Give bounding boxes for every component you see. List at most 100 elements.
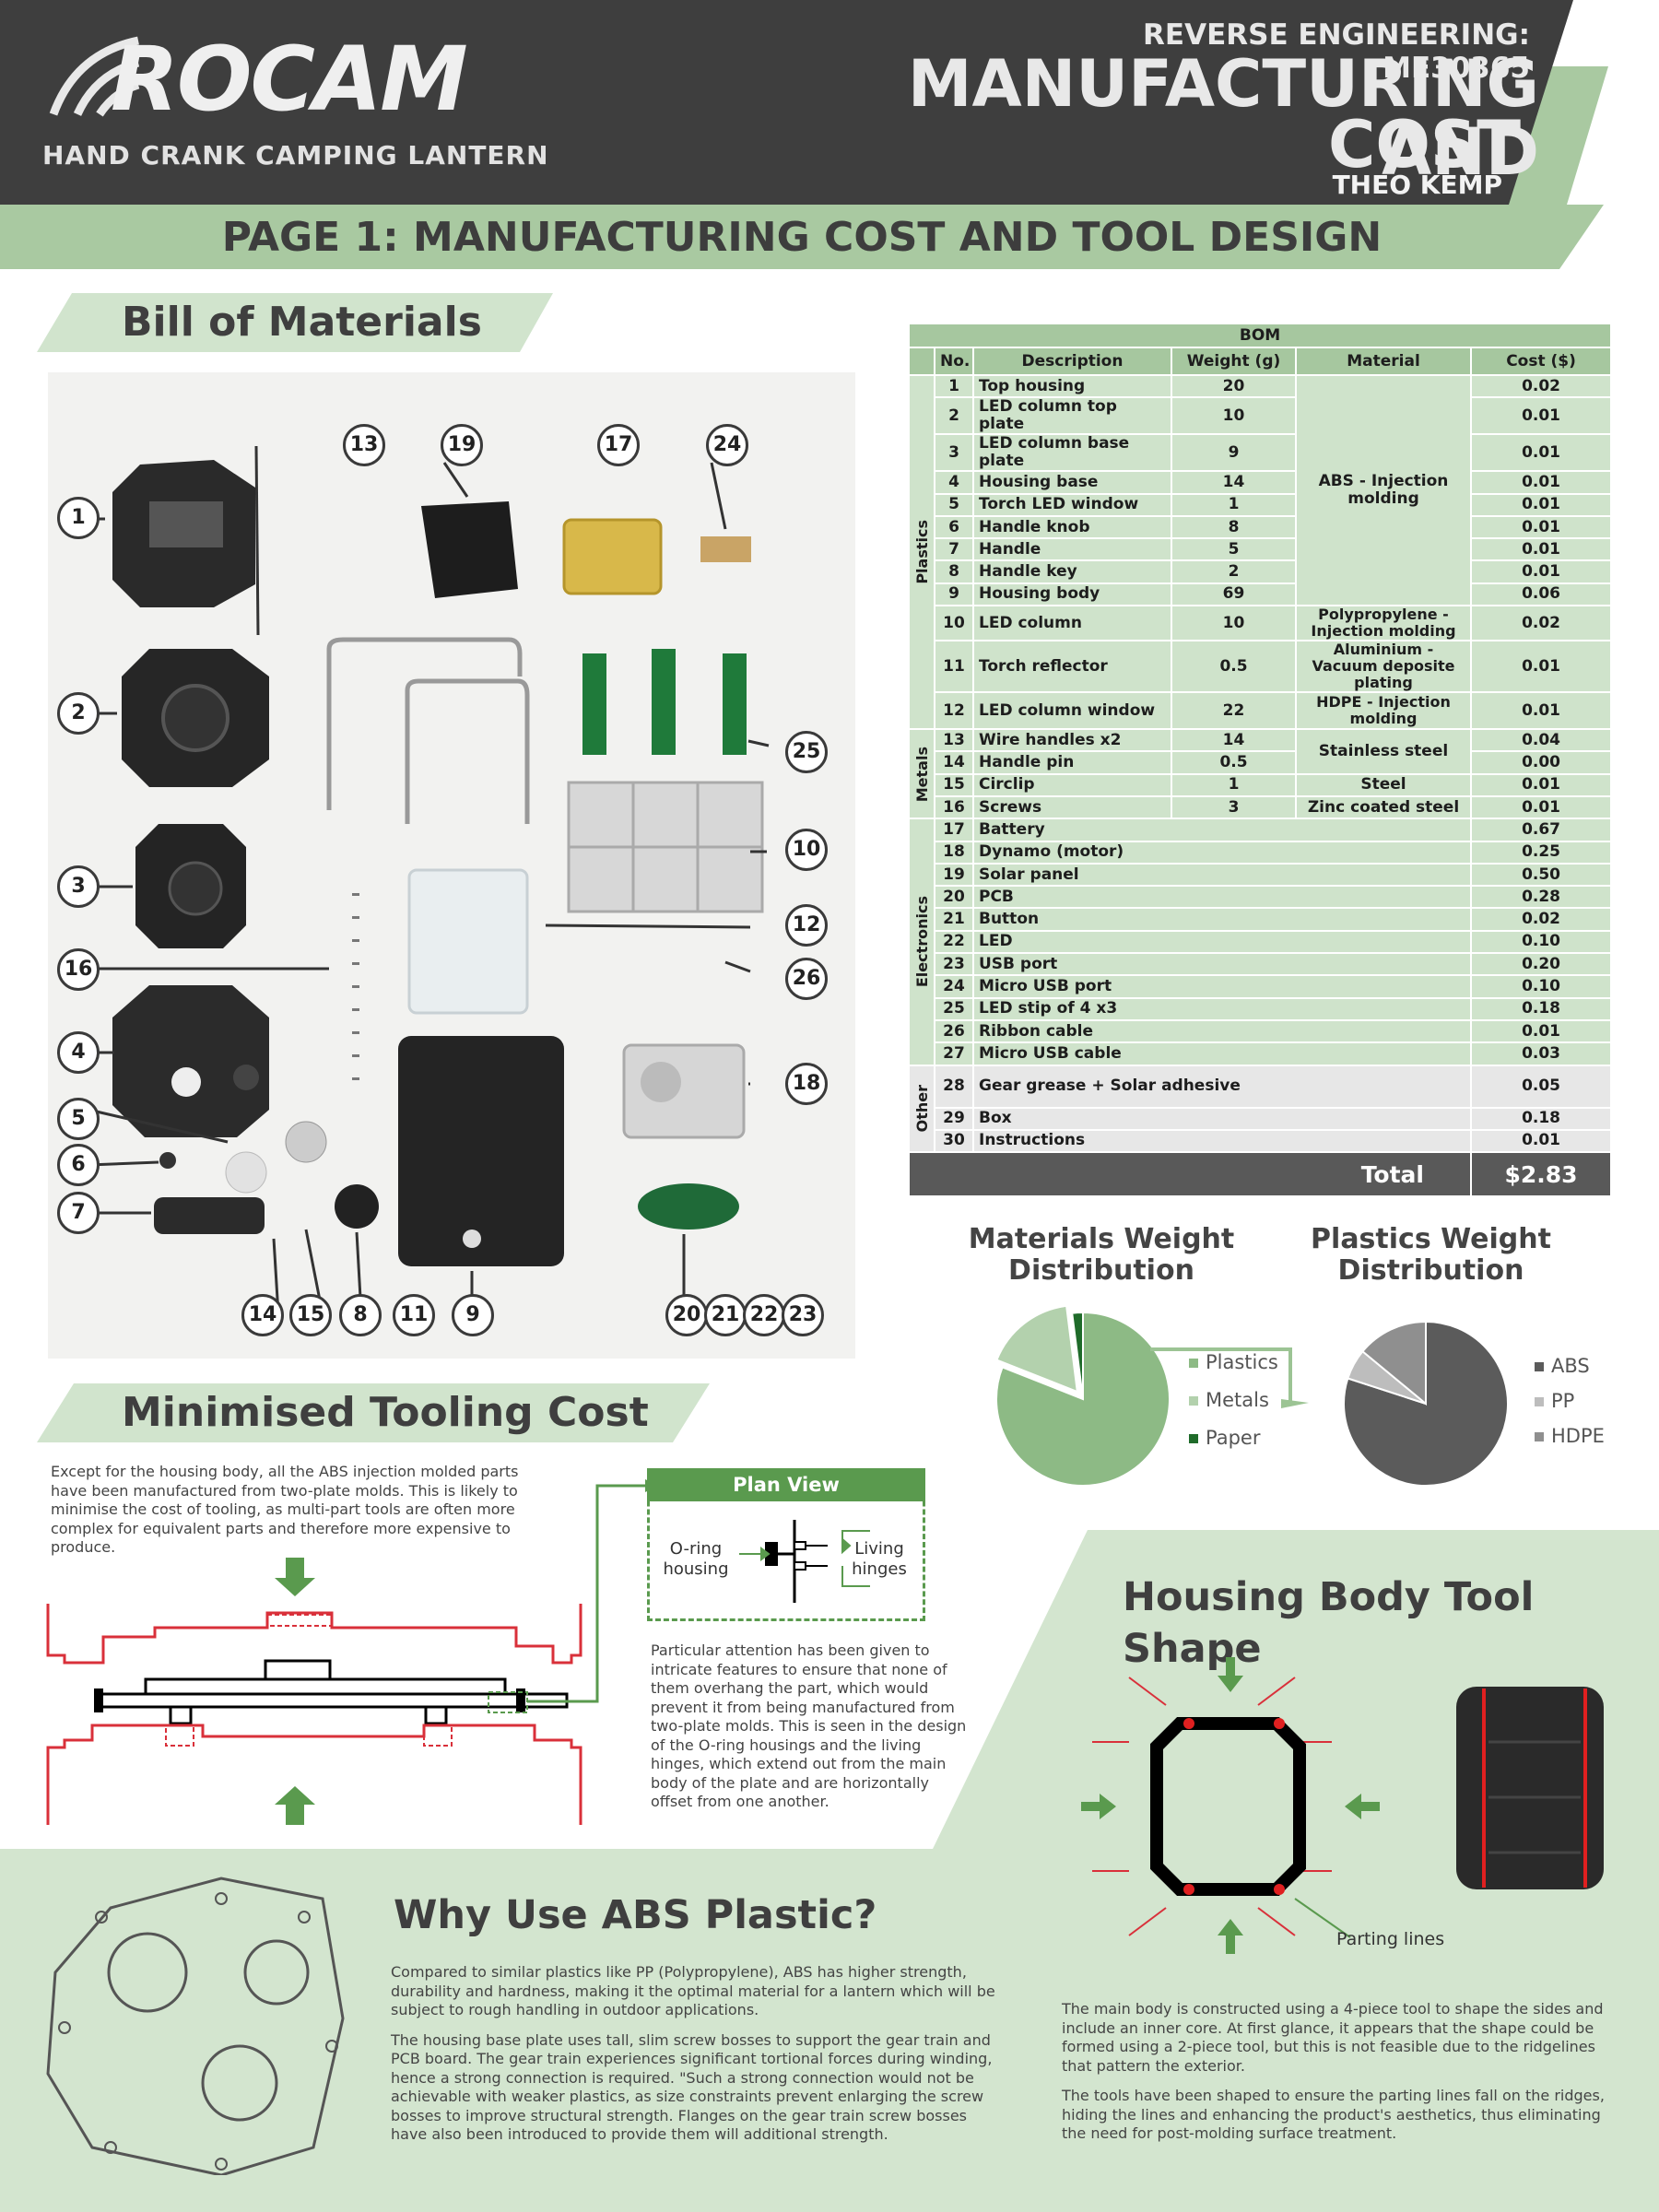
material-abs: ABS - Injection molding [1295, 373, 1472, 607]
callout-18: 18 [785, 1063, 828, 1105]
bom-header-weight: Weight (g) [1171, 347, 1297, 376]
parting-lines-label: Parting lines [1336, 1929, 1445, 1949]
product-name: HAND CRANK CAMPING LANTERN [42, 140, 549, 171]
abs-section-title: Why Use ABS Plastic? [394, 1892, 877, 1938]
callout-3: 3 [57, 865, 100, 908]
tooling-section-title: Minimised Tooling Cost [122, 1389, 649, 1436]
callout-7: 7 [57, 1192, 100, 1234]
callout-5: 5 [57, 1098, 100, 1140]
title-line-2: COST [1327, 107, 1521, 182]
legend-paper: Paper [1189, 1427, 1260, 1449]
bom-header-material: Material [1295, 347, 1472, 376]
total-value: $2.83 [1469, 1151, 1613, 1198]
housing-tool-diagram [1081, 1657, 1380, 1954]
bom-title-banner [37, 293, 553, 352]
material-aluminium: Aluminium - Vacuum deposite plating [1295, 640, 1472, 694]
materials-pie-title: Materials Weight Distribution [968, 1223, 1235, 1287]
tooling-title-banner [37, 1383, 710, 1442]
bom-total-row: Total $2.83 [908, 1151, 1613, 1198]
callout-11: 11 [393, 1294, 435, 1336]
callout-1: 1 [57, 497, 100, 539]
callout-14: 14 [241, 1294, 284, 1336]
category-electronics: Electronics [908, 818, 935, 1066]
callout-20: 20 [665, 1294, 708, 1336]
callout-12: 12 [785, 904, 828, 947]
legend-metals: Metals [1189, 1389, 1269, 1411]
callout-26: 26 [785, 958, 828, 1000]
mold-cross-section-diagram [46, 1479, 658, 1825]
material-pp: Polypropylene - Injection molding [1295, 605, 1472, 642]
callout-9: 9 [452, 1294, 494, 1336]
total-label: Total [908, 1151, 1472, 1198]
housing-tool-para-2: The tools have been shaped to ensure the… [1062, 2087, 1605, 2142]
course-code: REVERSE ENGINEERING: ME30365 [1143, 18, 1530, 85]
plan-view-diagram [739, 1520, 870, 1603]
pie-slice-paper [1071, 1311, 1084, 1400]
legend-plastics: Plastics [1189, 1351, 1278, 1373]
material-steel: Steel [1295, 772, 1472, 797]
plan-view-title: Plan View [647, 1468, 925, 1501]
callout-24: 24 [706, 424, 748, 466]
callout-13: 13 [343, 424, 385, 466]
callout-2: 2 [57, 692, 100, 735]
bom-header-category [908, 347, 935, 376]
callout-16: 16 [57, 948, 100, 991]
callout-4: 4 [57, 1031, 100, 1074]
callout-8: 8 [339, 1294, 382, 1336]
page-title: PAGE 1: MANUFACTURING COST AND TOOL DESI… [221, 214, 1382, 261]
exploded-parts-drawing [88, 445, 770, 1315]
rocam-logo-arcs-icon [49, 36, 140, 117]
author-name: THEO KEMP [1332, 170, 1502, 200]
exploded-view-photo [48, 372, 855, 1359]
oring-housing-label: O-ring housing [663, 1539, 729, 1579]
category-metals: Metals [908, 728, 935, 820]
callout-15: 15 [289, 1294, 332, 1336]
pie-connector-arrow [1150, 1347, 1309, 1408]
abs-para-1: Compared to similar plastics like PP (Po… [391, 1963, 995, 2018]
housing-tool-text: The main body is constructed using a 4-p… [1062, 2000, 1619, 2155]
housing-body-render [1456, 1687, 1604, 1889]
category-other: Other [908, 1064, 935, 1154]
bom-header-description: Description [972, 347, 1172, 376]
header-background [0, 0, 1608, 269]
callout-17: 17 [597, 424, 640, 466]
bom-section-title: Bill of Materials [122, 299, 482, 346]
legend-pp: PP [1535, 1390, 1574, 1412]
callout-21: 21 [704, 1294, 747, 1336]
material-stainless: Stainless steel [1295, 728, 1472, 775]
housing-base-line-drawing [46, 1877, 345, 2175]
abs-text: Compared to similar plastics like PP (Po… [391, 1963, 999, 2156]
tooling-detail-text: Particular attention has been given to i… [651, 1641, 967, 1810]
plastics-pie-chart [1343, 1320, 1509, 1487]
material-zinc: Zinc coated steel [1295, 794, 1472, 820]
living-hinges-label: Living hinges [852, 1539, 907, 1579]
callout-19: 19 [441, 424, 483, 466]
tooling-intro-text: Except for the housing body, all the ABS… [51, 1463, 519, 1556]
